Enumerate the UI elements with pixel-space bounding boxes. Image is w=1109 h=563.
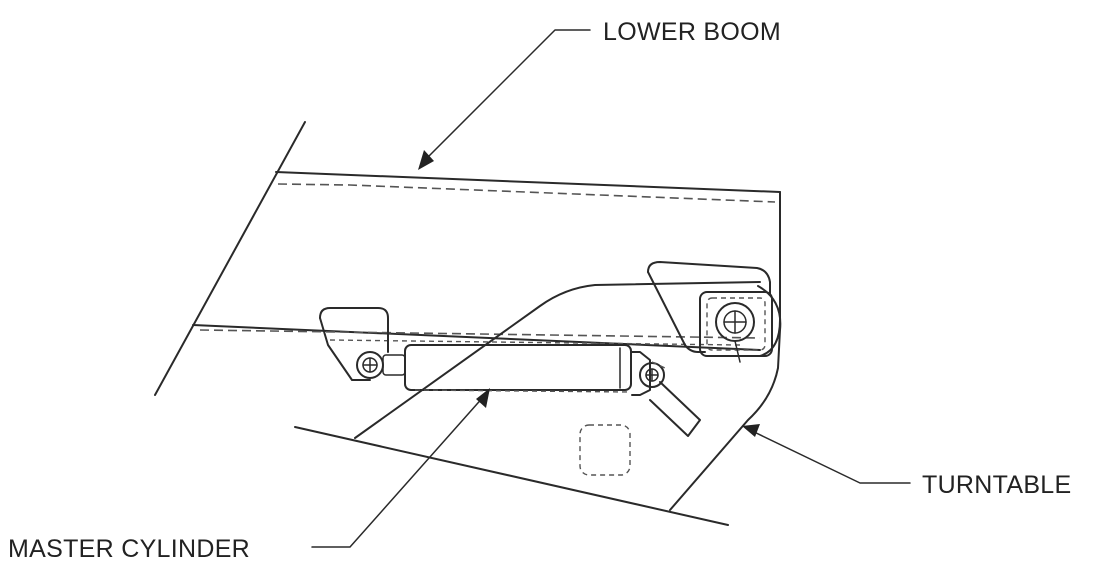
arrowhead-master-cylinder <box>476 388 490 408</box>
callout-master-cylinder: MASTER CYLINDER <box>8 388 490 563</box>
label-lower-boom: LOWER BOOM <box>603 18 781 46</box>
turntable <box>294 281 782 526</box>
access-hole <box>579 424 631 476</box>
boom-pivot <box>647 261 773 363</box>
label-turntable: TURNTABLE <box>922 471 1071 499</box>
callout-lower-boom: LOWER BOOM <box>418 18 781 170</box>
arrowhead-turntable <box>742 424 760 437</box>
cylinder-mount-bracket <box>319 307 406 381</box>
master-cylinder <box>404 344 701 437</box>
arrowhead-lower-boom <box>418 150 434 170</box>
lower-boom <box>154 121 781 396</box>
callout-turntable: TURNTABLE <box>742 424 1071 499</box>
label-master-cylinder: MASTER CYLINDER <box>8 535 250 563</box>
